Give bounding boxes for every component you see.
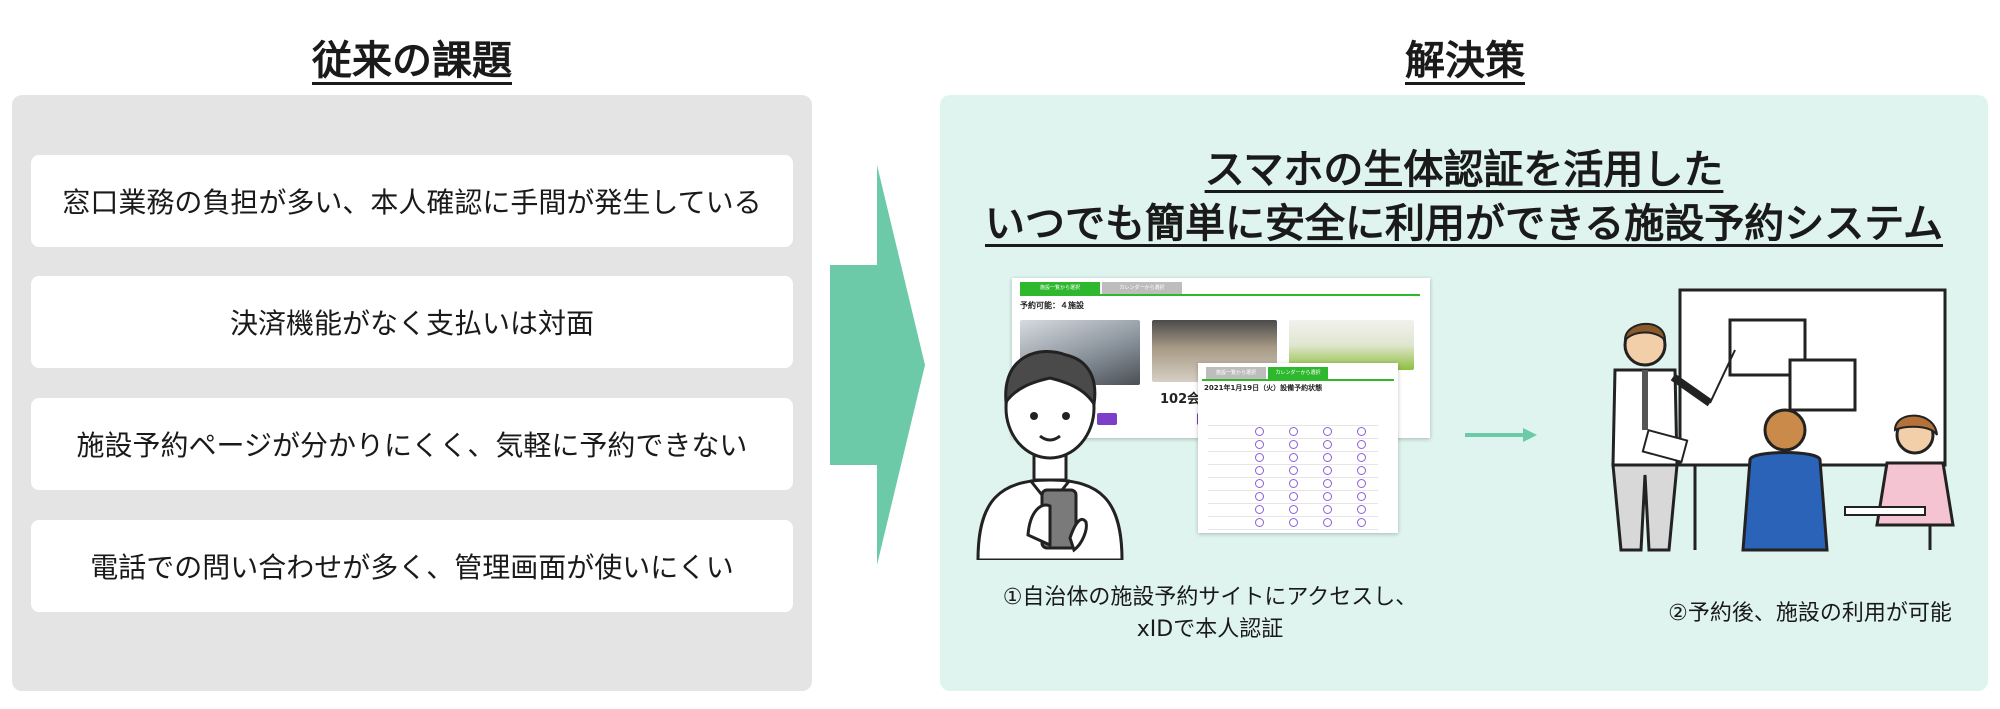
available-count: 予約可能：４施設 xyxy=(1020,300,1084,311)
calendar-screenshot: 施設一覧から選択 カレンダーから選択 2021年1月19日（火）設備予約状態 xyxy=(1198,363,1398,533)
solution-title-line1: スマホの生体認証を活用した xyxy=(940,137,1988,195)
tab-calendar-2: カレンダーから選択 xyxy=(1268,367,1328,379)
tab-facility-list: 施設一覧から選択 xyxy=(1020,282,1100,294)
tab-underline-2 xyxy=(1202,379,1394,381)
problem-card-phone-inquiries: 電話での問い合わせが多く、管理画面が使いにくい xyxy=(31,520,793,612)
date-status: 2021年1月19日（火）設備予約状態 xyxy=(1204,383,1322,393)
solution-title-line2: いつでも簡単に安全に利用ができる施設予約システム xyxy=(940,191,1988,249)
problem-card-counter-work: 窓口業務の負担が多い、本人確認に手間が発生している xyxy=(31,155,793,247)
tab-facility-list-2: 施設一覧から選択 xyxy=(1206,367,1266,379)
right-arrow-icon xyxy=(830,165,925,565)
small-arrow-icon xyxy=(1465,425,1537,445)
person-smartphone-icon xyxy=(970,330,1130,560)
step1-caption-line2: xIDで本人認証 xyxy=(1000,614,1420,646)
presentation-scene-icon xyxy=(1565,285,1985,555)
problem-card-payment: 決済機能がなく支払いは対面 xyxy=(31,276,793,368)
step1-caption-line1: ①自治体の施設予約サイトにアクセスし、 xyxy=(1000,582,1420,614)
availability-grid xyxy=(1208,413,1378,530)
tab-underline xyxy=(1020,294,1420,296)
solution-panel: スマホの生体認証を活用した いつでも簡単に安全に利用ができる施設予約システム 施… xyxy=(940,95,1988,691)
solution-heading: 解決策 xyxy=(940,28,1990,86)
tab-calendar: カレンダーから選択 xyxy=(1102,282,1182,294)
problem-card-reservation-page: 施設予約ページが分かりにくく、気軽に予約できない xyxy=(31,398,793,490)
problems-panel: 窓口業務の負担が多い、本人確認に手間が発生している 決済機能がなく支払いは対面 … xyxy=(12,95,812,691)
step2-caption: ②予約後、施設の利用が可能 xyxy=(1640,598,1980,630)
problems-heading: 従来の課題 xyxy=(12,28,812,86)
